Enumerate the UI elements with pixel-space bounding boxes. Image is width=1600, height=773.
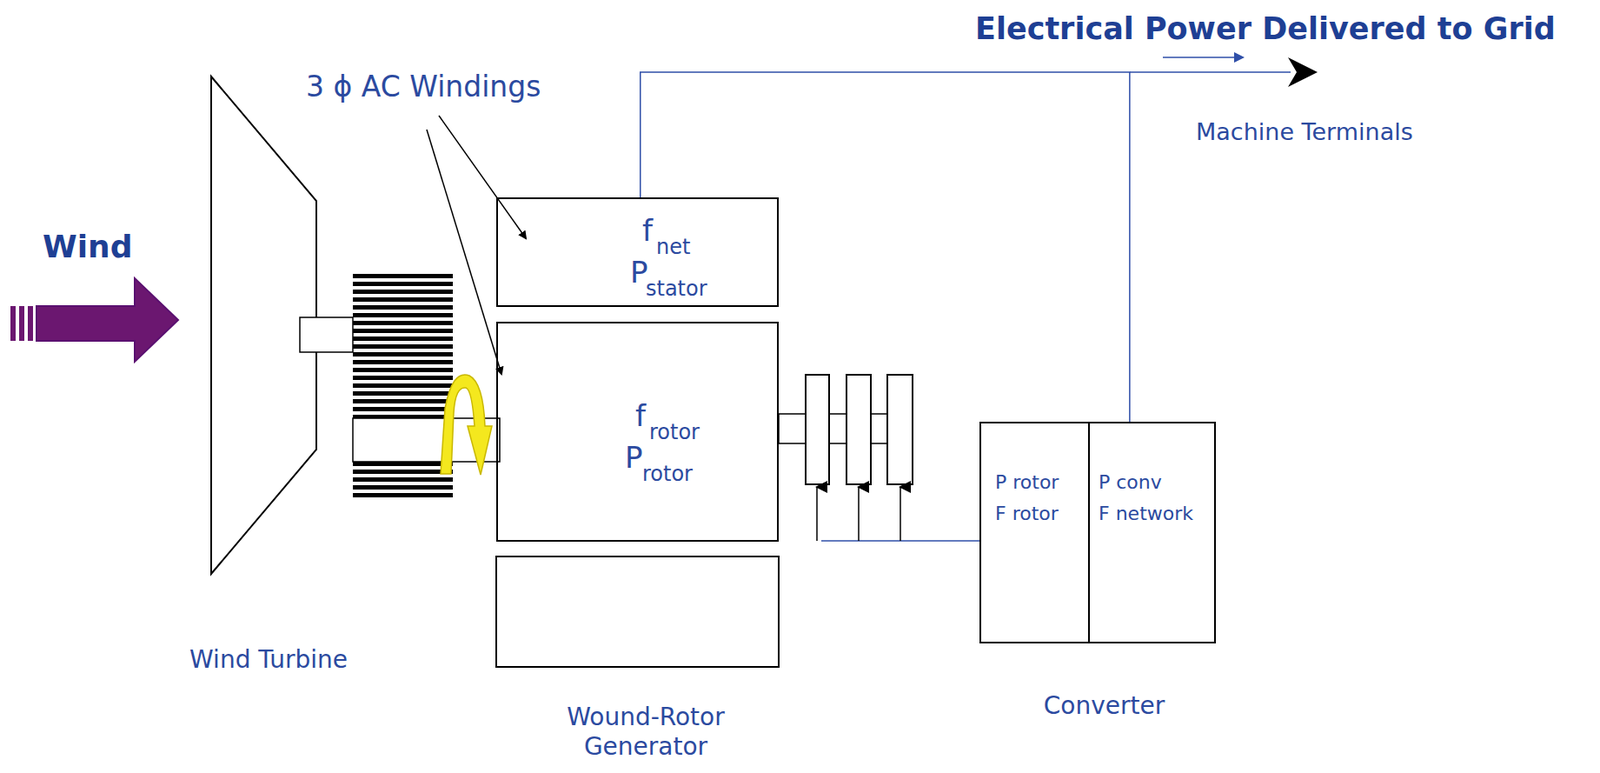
slip-ring <box>805 374 830 485</box>
wind-label: Wind <box>42 227 133 266</box>
rotor-box: frotorProtor <box>496 321 779 542</box>
converter-grid-side: P conv F network <box>1088 423 1215 642</box>
leader-line <box>438 115 526 239</box>
node-text: P <box>624 441 644 474</box>
flow-arrow <box>1234 52 1245 63</box>
node-text: F rotor <box>995 503 1059 525</box>
wind-arrow <box>10 278 179 362</box>
turbine-label: Wind Turbine <box>189 644 348 675</box>
node-text: P rotor <box>995 471 1059 493</box>
slip-ring <box>846 374 871 485</box>
converter-box: ConverterP rotorF rotorP convF network <box>979 421 1216 644</box>
stator-box: fnetPstator <box>496 197 779 307</box>
terminals-label: Machine Terminals <box>1195 118 1414 147</box>
brush-wire <box>816 486 980 541</box>
node-text: F network <box>1098 503 1194 525</box>
node-text: rotor <box>649 420 700 444</box>
rotation-arrow <box>440 374 492 475</box>
leader-line <box>426 129 502 374</box>
converter-rotor-side: P rotor F rotor <box>981 423 1090 642</box>
node-text: rotor <box>642 462 693 485</box>
bus-connector <box>640 72 1130 424</box>
grid-bus <box>1129 71 1291 74</box>
gearbox <box>352 270 453 499</box>
stator-lower <box>496 556 779 667</box>
title-label: Electrical Power Delivered to Grid <box>975 10 1556 47</box>
node-text: f <box>642 214 653 247</box>
turbine-hub <box>299 317 353 352</box>
windings-label: 3 ϕ AC Windings <box>305 69 541 105</box>
generator-label: Wound-Rotor Generator <box>532 702 759 761</box>
flow-arrow <box>1162 56 1239 59</box>
node-text: f <box>635 399 646 432</box>
grid-arrowhead <box>1287 57 1318 87</box>
node-text: P <box>630 256 649 289</box>
node-text: Converter <box>1043 692 1165 720</box>
node-text: net <box>656 235 691 259</box>
node-text: stator <box>645 277 708 300</box>
node-text: P conv <box>1098 471 1162 493</box>
slip-ring <box>887 374 913 485</box>
